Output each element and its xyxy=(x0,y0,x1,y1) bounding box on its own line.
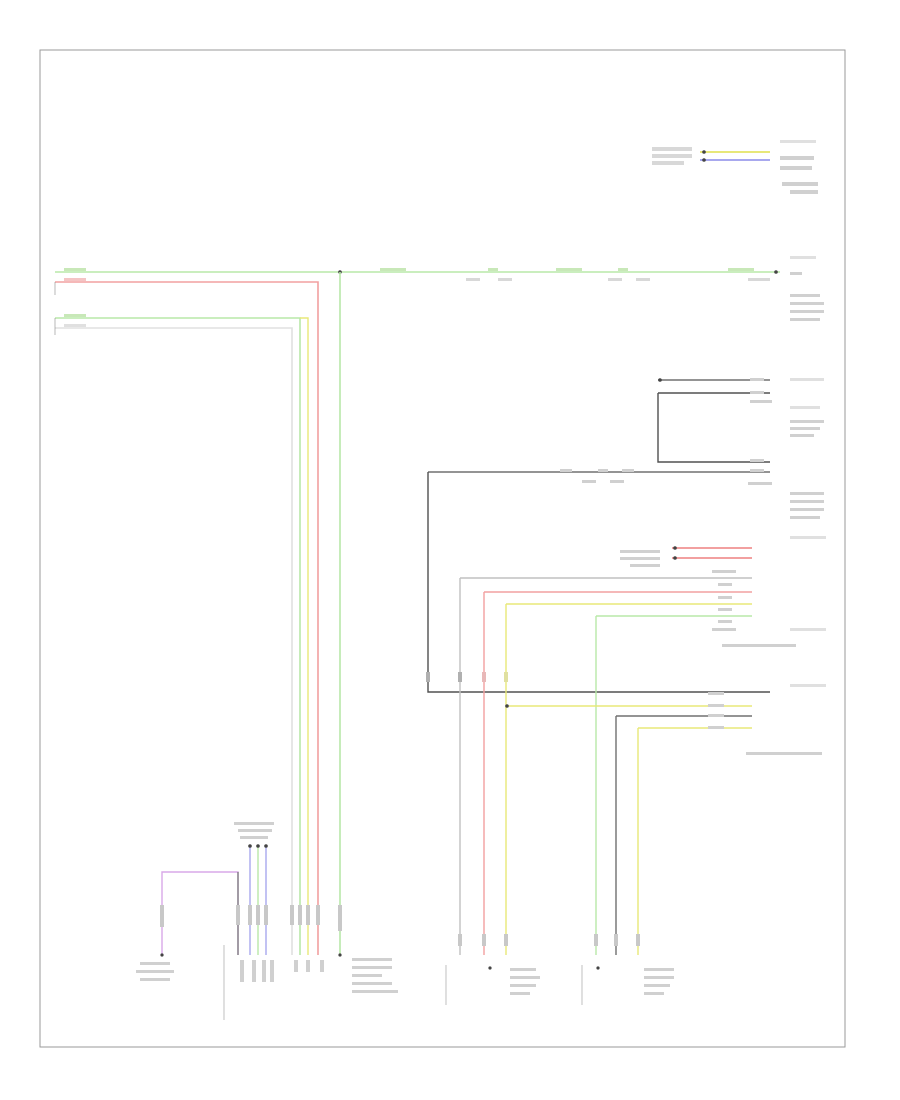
cruise-control-wiring xyxy=(459,536,826,955)
lower-right-connector xyxy=(426,672,826,955)
main-bus-wiring xyxy=(54,256,824,955)
diagram-frame xyxy=(39,49,846,1048)
bottom-left-components xyxy=(136,822,674,1020)
instrument-cluster-block xyxy=(652,140,818,194)
steering-module-wiring xyxy=(427,378,824,693)
